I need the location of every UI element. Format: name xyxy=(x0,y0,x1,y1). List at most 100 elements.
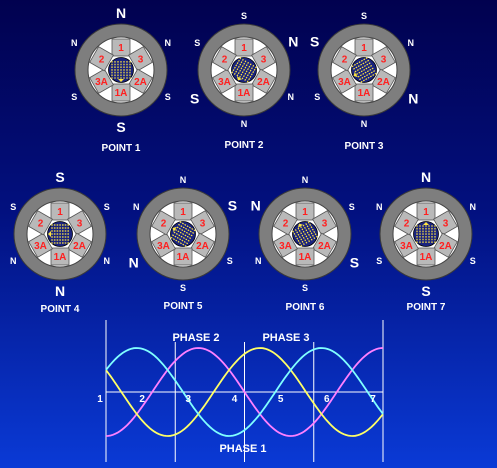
point-caption: POINT 6 xyxy=(286,302,325,313)
pole-label: 3 xyxy=(322,218,328,229)
pole-polarity-label: S xyxy=(55,169,64,185)
pole-label: 3A xyxy=(34,241,47,252)
pole-polarity-label: N xyxy=(408,91,418,107)
phase-2-label: PHASE 2 xyxy=(172,332,219,344)
pole-5 xyxy=(89,68,114,94)
pole-3 xyxy=(312,232,337,258)
rotor-winding xyxy=(292,221,318,247)
waveform-point-tick: 4 xyxy=(232,394,238,405)
phase-1-curve xyxy=(105,347,384,437)
phase-3-label: PHASE 3 xyxy=(262,332,309,344)
pole-label: 2 xyxy=(404,218,410,229)
pole-polarity-label: N xyxy=(10,256,17,266)
rotor-winding xyxy=(111,61,131,82)
pole-polarity-label: S xyxy=(350,255,359,271)
pole-polarity-label: S xyxy=(349,202,355,212)
pole-polarity-label: N xyxy=(361,119,368,129)
pole-3 xyxy=(67,232,92,258)
pole-4 xyxy=(416,247,436,266)
pole-label: 1A xyxy=(299,252,312,263)
pole-5 xyxy=(151,232,176,258)
rotor-winding xyxy=(351,57,377,83)
pole-2 xyxy=(433,210,458,236)
pole-4 xyxy=(354,83,374,102)
pole-polarity-label: N xyxy=(116,5,126,21)
pole-polarity-label: N xyxy=(408,38,415,48)
pole-4 xyxy=(173,247,193,266)
pole-polarity-label: N xyxy=(129,255,139,271)
pole-label: 3A xyxy=(218,77,231,88)
pole-6 xyxy=(332,46,357,72)
pole-label: 1 xyxy=(57,207,63,218)
pole-3 xyxy=(251,68,276,94)
point-caption: POINT 4 xyxy=(41,304,80,315)
waveform-curves xyxy=(105,347,384,437)
rotor-winding xyxy=(416,222,436,243)
pole-5 xyxy=(394,232,419,258)
pole-3 xyxy=(128,68,153,94)
point-caption: POINT 1 xyxy=(102,143,141,154)
pole-polarity-label: S xyxy=(302,283,308,293)
pole-5 xyxy=(28,232,53,258)
pole-polarity-label: S xyxy=(314,92,320,102)
pole-polarity-label: N xyxy=(288,34,298,50)
pole-label: 2 xyxy=(38,218,44,229)
pole-6 xyxy=(212,46,237,72)
pole-label: 3 xyxy=(443,218,449,229)
pole-label: 1 xyxy=(241,43,247,54)
pole-label: 3 xyxy=(381,54,387,65)
pole-polarity-label: S xyxy=(116,119,125,135)
pole-label: 3 xyxy=(138,54,144,65)
pole-4 xyxy=(234,83,254,102)
pole-label: 2A xyxy=(257,77,270,88)
pole-label: 1A xyxy=(420,252,433,263)
pole-label: 1A xyxy=(238,88,251,99)
pole-label: 1A xyxy=(54,252,67,263)
pole-label: 2 xyxy=(161,218,167,229)
pole-label: 2 xyxy=(342,54,348,65)
pole-label: 1 xyxy=(118,43,124,54)
waveform-point-tick: 1 xyxy=(97,394,103,405)
pole-polarity-label: N xyxy=(255,256,262,266)
pole-5 xyxy=(212,68,237,94)
pole-3 xyxy=(433,232,458,258)
point-caption: POINT 2 xyxy=(225,140,264,151)
pole-label: 3A xyxy=(400,241,413,252)
pole-polarity-label: N xyxy=(302,175,309,185)
point-caption: POINT 7 xyxy=(407,302,446,313)
pole-6 xyxy=(151,210,176,236)
pole-4 xyxy=(50,247,70,266)
pole-5 xyxy=(332,68,357,94)
pole-label: 1A xyxy=(177,252,190,263)
waveform-point-tick: 6 xyxy=(324,394,330,405)
pole-polarity-label: N xyxy=(421,169,431,185)
pole-polarity-label: N xyxy=(133,202,140,212)
pole-polarity-label: S xyxy=(310,34,319,50)
waveform-point-tick: 7 xyxy=(370,394,376,405)
pole-polarity-label: S xyxy=(227,256,233,266)
pole-polarity-label: N xyxy=(470,202,477,212)
pole-polarity-label: S xyxy=(180,283,186,293)
pole-label: 3 xyxy=(77,218,83,229)
pole-6 xyxy=(394,210,419,236)
pole-6 xyxy=(273,210,298,236)
rotor-winding xyxy=(231,57,257,83)
pole-polarity-label: N xyxy=(165,38,172,48)
pole-label: 1 xyxy=(423,207,429,218)
pole-label: 2A xyxy=(73,241,86,252)
pole-5 xyxy=(273,232,298,258)
pole-2 xyxy=(371,46,396,72)
pole-polarity-label: S xyxy=(421,283,430,299)
point-caption: POINT 5 xyxy=(164,301,203,312)
pole-label: 2A xyxy=(134,77,147,88)
pole-label: 1 xyxy=(361,43,367,54)
